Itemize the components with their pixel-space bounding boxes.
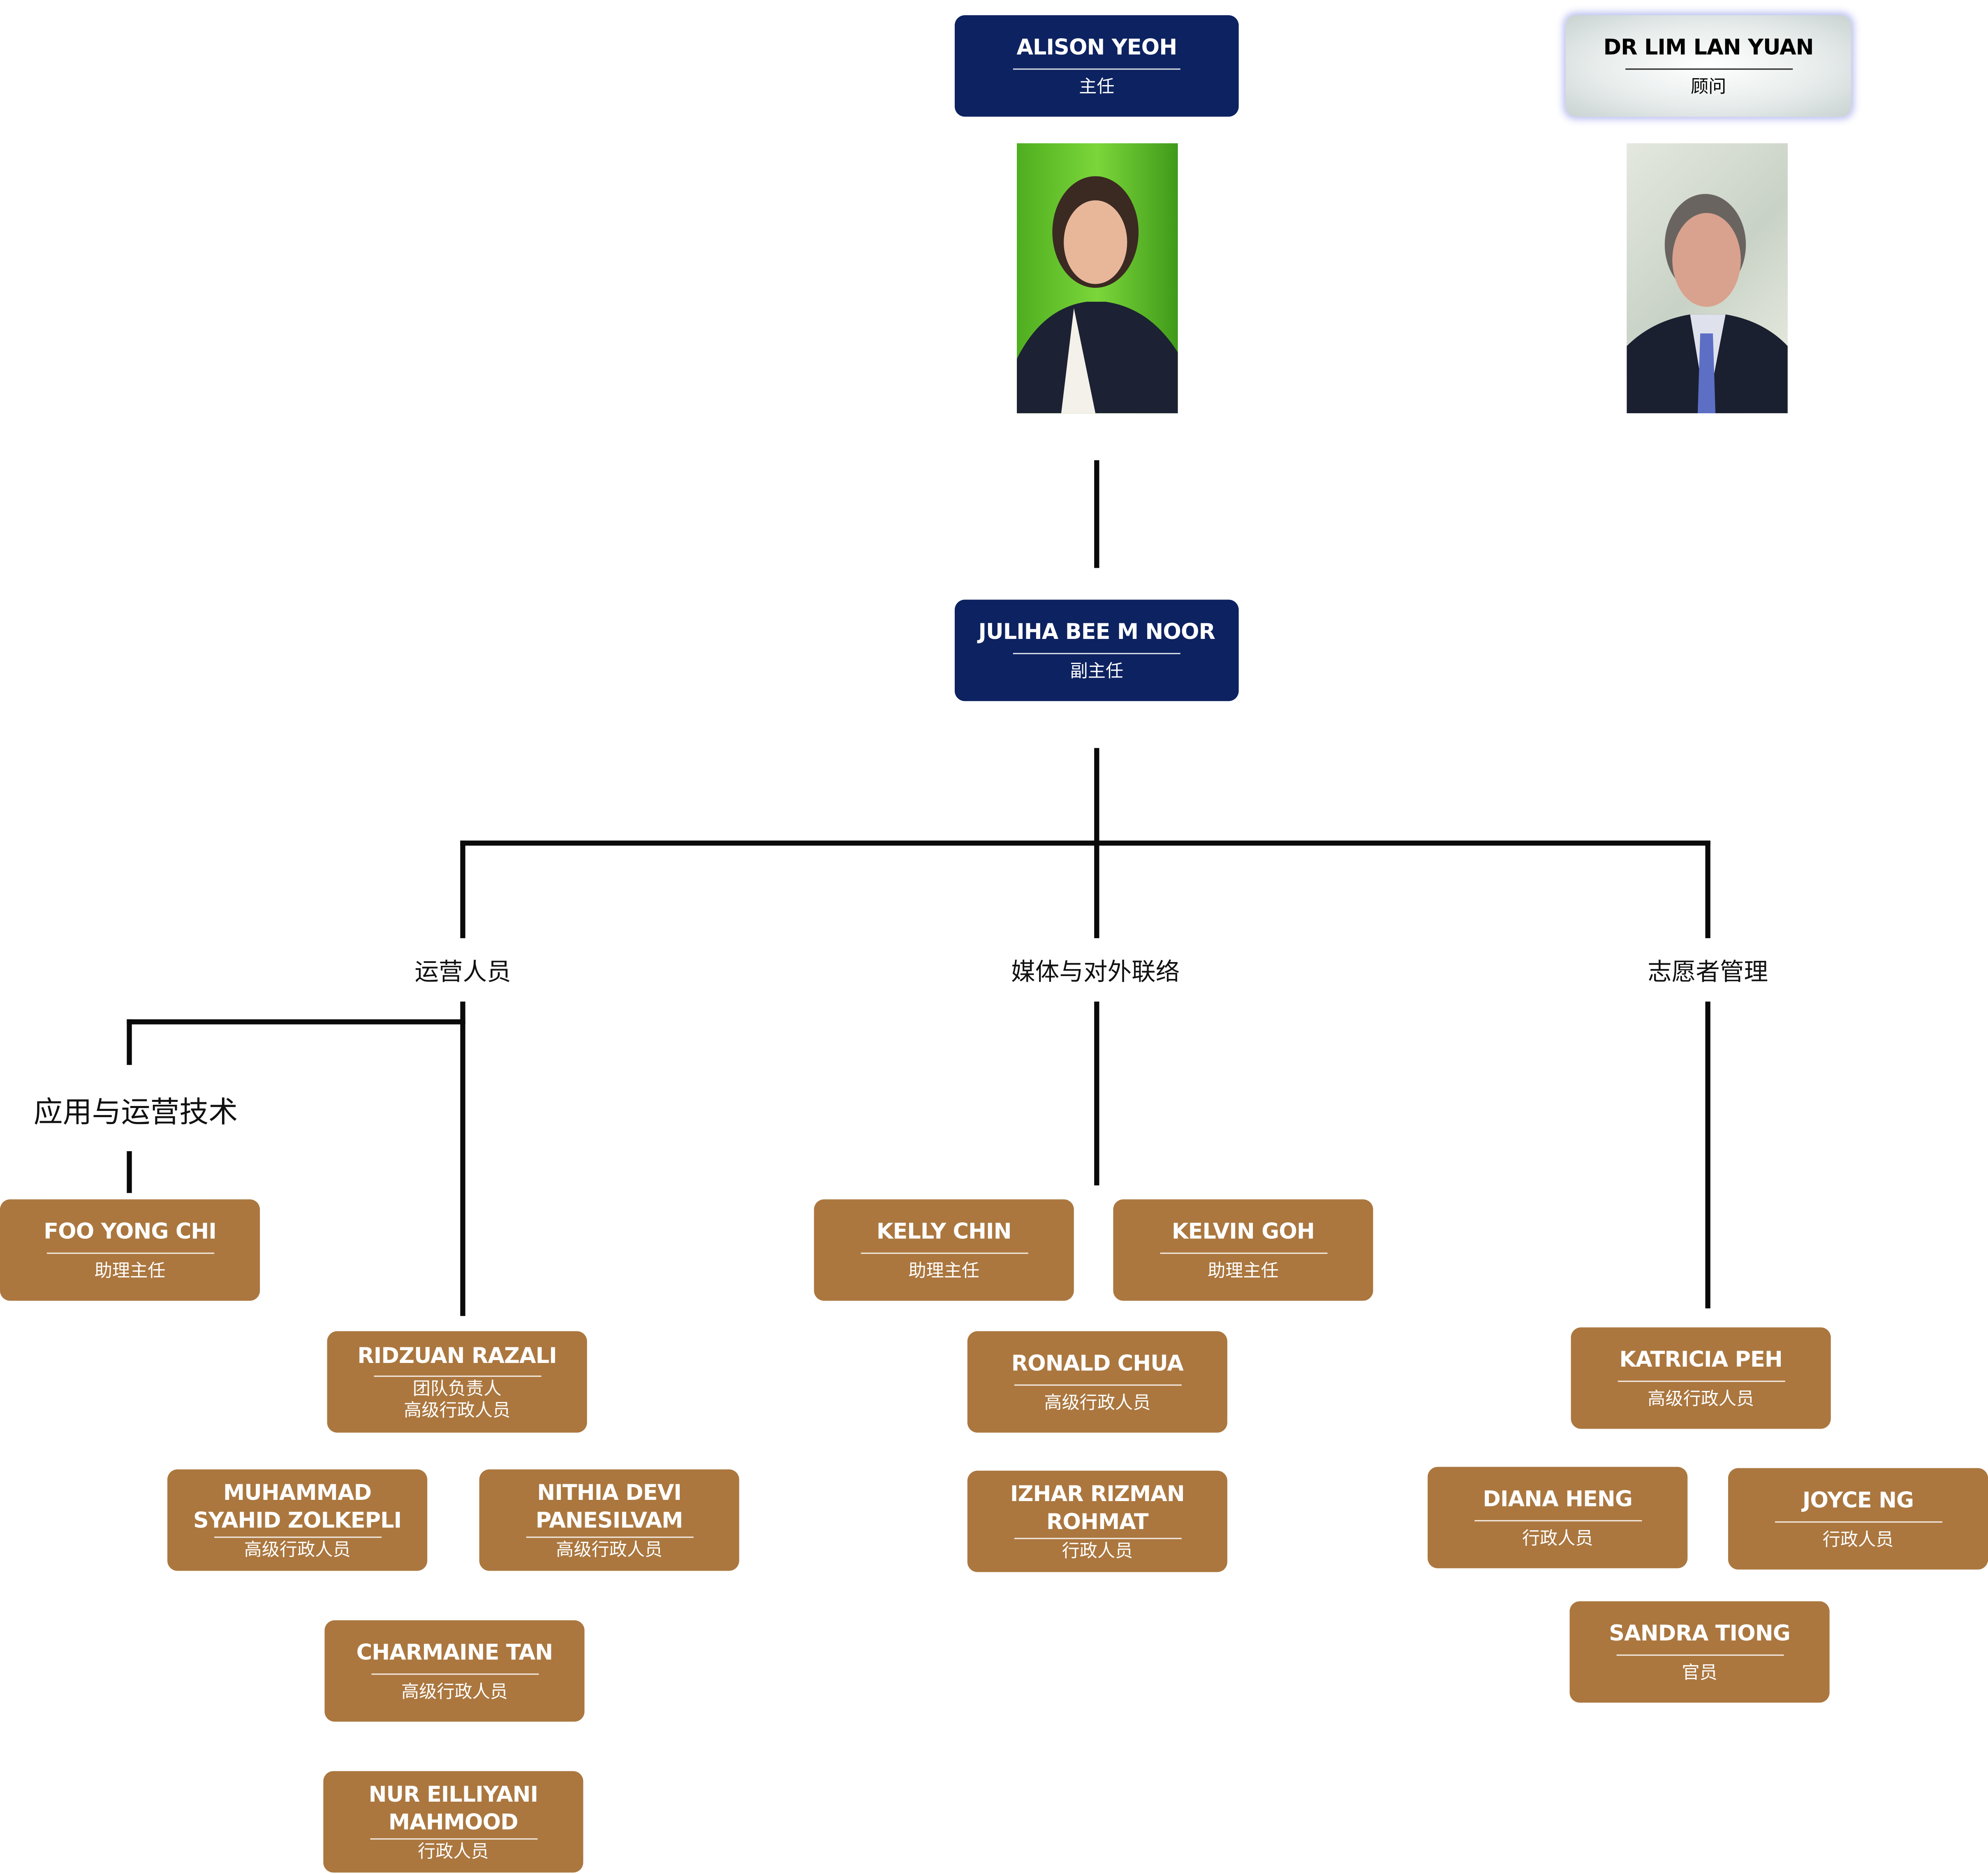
person-name: IZHAR RIZMAN — [1010, 1481, 1185, 1507]
person-name: MUHAMMAD — [223, 1480, 372, 1506]
person-role: 助理主任 — [1208, 1261, 1279, 1281]
connector-line — [127, 1019, 465, 1025]
person-name: CHARMAINE TAN — [356, 1640, 553, 1666]
person-name: DR LIM LAN YUAN — [1603, 35, 1814, 60]
advisor-card: DR LIM LAN YUAN 顾问 — [1566, 15, 1851, 117]
person-role: 高级行政人员 — [401, 1682, 508, 1702]
person-name: NUR EILLIYANI — [368, 1782, 538, 1807]
divider — [1013, 652, 1180, 654]
divider — [1617, 1380, 1785, 1381]
connector-line — [127, 1019, 132, 1065]
connector-line — [460, 840, 465, 938]
connector-line — [1705, 840, 1710, 938]
connector-line — [127, 1151, 132, 1193]
staff-card-katricia: KATRICIA PEH 高级行政人员 — [1571, 1327, 1831, 1429]
connector-line — [1705, 1002, 1710, 1309]
staff-card-joyce: JOYCE NG 行政人员 — [1728, 1468, 1988, 1570]
staff-card-nur: NUR EILLIYANI MAHMOOD 行政人员 — [323, 1771, 583, 1873]
divider — [370, 1673, 538, 1674]
person-name-line2: MAHMOOD — [388, 1809, 518, 1835]
person-role-secondary: 高级行政人员 — [404, 1400, 511, 1421]
staff-card-sandra: SANDRA TIONG 官员 — [1569, 1601, 1830, 1703]
staff-card-foo: FOO YONG CHI 助理主任 — [0, 1199, 260, 1301]
person-role: 行政人员 — [418, 1841, 489, 1862]
person-role: 行政人员 — [1522, 1528, 1593, 1549]
person-name: DIANA HENG — [1483, 1486, 1633, 1512]
connector-line — [460, 1002, 465, 1316]
divider — [1014, 1537, 1181, 1539]
divider — [46, 1252, 214, 1254]
person-role: 主任 — [1079, 76, 1115, 97]
person-role: 行政人员 — [1062, 1541, 1133, 1562]
divider — [1159, 1252, 1327, 1254]
person-name: RIDZUAN RAZALI — [357, 1343, 557, 1369]
person-name: ALISON YEOH — [1016, 35, 1177, 60]
person-role: 高级行政人员 — [244, 1540, 351, 1560]
person-name: NITHIA DEVI — [537, 1480, 681, 1506]
staff-card-nithia: NITHIA DEVI PANESILVAM 高级行政人员 — [479, 1469, 739, 1571]
person-role: 高级行政人员 — [1648, 1389, 1754, 1409]
staff-card-kelvin: KELVIN GOH 助理主任 — [1113, 1199, 1373, 1301]
department-media: 媒体与对外联络 — [1011, 958, 1180, 987]
person-role: 助理主任 — [94, 1261, 166, 1281]
person-name: JOYCE NG — [1802, 1488, 1914, 1513]
connector-line — [1094, 460, 1099, 568]
divider — [1474, 1519, 1641, 1521]
person-role: 高级行政人员 — [1044, 1393, 1151, 1413]
person-role: 顾问 — [1690, 76, 1726, 97]
staff-card-ridzuan: RIDZUAN RAZALI 团队负责人 高级行政人员 — [327, 1331, 587, 1433]
person-role: 行政人员 — [1822, 1529, 1894, 1550]
staff-card-izhar: IZHAR RIZMAN ROHMAT 行政人员 — [967, 1470, 1227, 1572]
divider — [1774, 1520, 1942, 1522]
deputy-card: JULIHA BEE M NOOR 副主任 — [954, 599, 1239, 701]
divider — [1013, 67, 1180, 69]
divider — [525, 1536, 693, 1537]
divider — [1616, 1654, 1784, 1655]
divider — [1625, 67, 1792, 69]
person-role: 团队负责人 — [412, 1379, 502, 1399]
person-name: FOO YONG CHI — [44, 1219, 217, 1245]
person-name: JULIHA BEE M NOOR — [978, 619, 1215, 645]
person-name-line2: PANESILVAM — [535, 1508, 683, 1534]
department-operations: 运营人员 — [414, 958, 511, 987]
staff-card-ronald: RONALD CHUA 高级行政人员 — [967, 1331, 1227, 1433]
staff-card-charmaine: CHARMAINE TAN 高级行政人员 — [324, 1620, 585, 1722]
divider — [1014, 1384, 1181, 1385]
person-role: 官员 — [1682, 1663, 1717, 1683]
person-role: 助理主任 — [908, 1261, 980, 1281]
director-card: ALISON YEOH 主任 — [954, 15, 1239, 117]
divider — [373, 1375, 541, 1377]
department-volunteer: 志愿者管理 — [1648, 958, 1768, 987]
person-name-line2: SYAHID ZOLKEPLI — [193, 1508, 402, 1534]
department-apps-tech: 应用与运营技术 — [33, 1097, 238, 1130]
person-name: KATRICIA PEH — [1619, 1347, 1783, 1372]
staff-card-kelly: KELLY CHIN 助理主任 — [814, 1199, 1074, 1301]
divider — [860, 1252, 1028, 1254]
connector-line — [1094, 1002, 1099, 1186]
person-name-line2: ROHMAT — [1046, 1509, 1149, 1535]
person-name: RONALD CHUA — [1011, 1351, 1184, 1377]
advisor-photo — [1627, 143, 1788, 414]
person-name: KELLY CHIN — [876, 1219, 1012, 1245]
person-role: 副主任 — [1070, 661, 1124, 682]
divider — [213, 1536, 381, 1537]
connector-line — [460, 840, 1710, 846]
person-name: KELVIN GOH — [1171, 1219, 1315, 1245]
director-photo — [1017, 143, 1178, 414]
person-name: SANDRA TIONG — [1609, 1621, 1790, 1647]
staff-card-diana: DIANA HENG 行政人员 — [1428, 1467, 1688, 1569]
person-role: 高级行政人员 — [556, 1540, 663, 1560]
divider — [369, 1837, 537, 1839]
staff-card-muhammad: MUHAMMAD SYAHID ZOLKEPLI 高级行政人员 — [167, 1469, 428, 1571]
